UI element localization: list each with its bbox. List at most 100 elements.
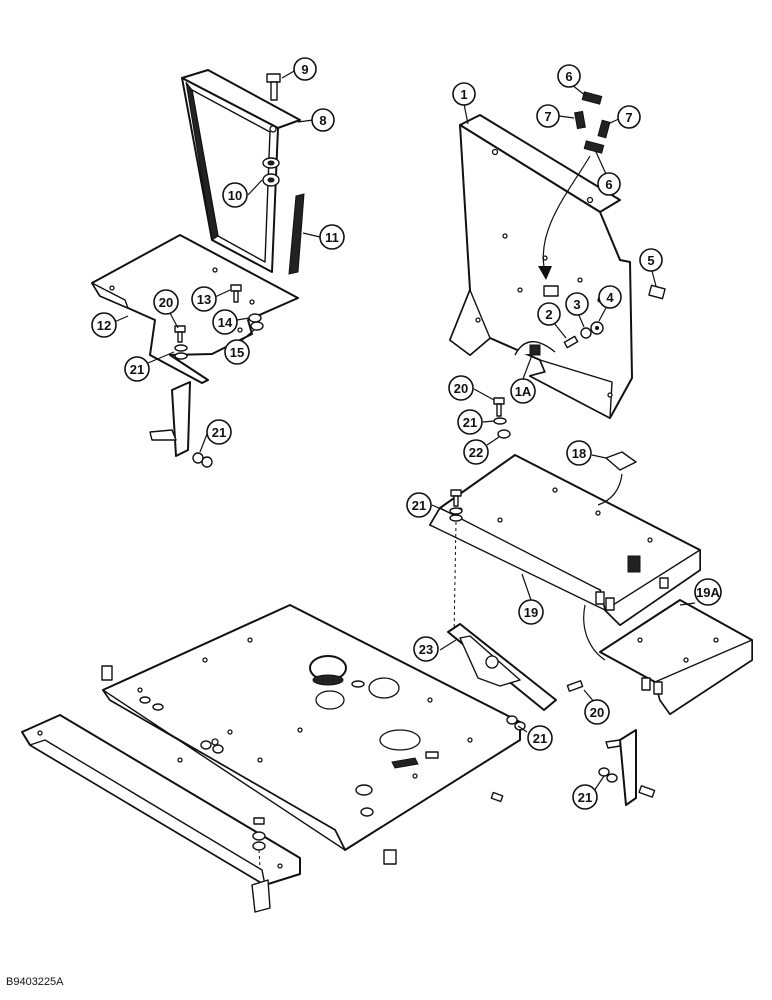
washer-3	[580, 327, 592, 339]
callout-6-bottom: 6	[597, 172, 621, 196]
angle-bar	[21, 714, 301, 913]
clip-18	[605, 451, 637, 471]
callout-label: 6	[605, 177, 612, 192]
bolt-2	[563, 335, 579, 349]
callout-10: 10	[222, 182, 248, 208]
washer-22	[497, 429, 511, 439]
callout-4: 4	[598, 285, 622, 309]
callout-label: 13	[197, 292, 211, 307]
callout-label: 7	[625, 110, 632, 125]
seal-strip-11	[288, 193, 305, 275]
callout-21-floor: 21	[527, 725, 553, 751]
callout-label: 21	[212, 425, 226, 440]
callout-label: 14	[218, 315, 233, 330]
insert-arrow	[542, 155, 591, 273]
clip-18-arrow	[597, 473, 623, 506]
callout-7-right: 7	[617, 105, 641, 129]
seat-support-frame	[181, 69, 301, 273]
callout-label: 7	[544, 109, 551, 124]
callout-label: 8	[319, 113, 326, 128]
insert-arrow-head	[538, 266, 552, 280]
callout-label: 11	[325, 230, 339, 245]
callout-18: 18	[566, 440, 592, 466]
callout-label: 22	[469, 445, 483, 460]
cover-plate-19A	[599, 599, 753, 715]
callout-label: 20	[159, 295, 173, 310]
callout-label: 20	[590, 705, 604, 720]
bolt-13	[230, 284, 242, 303]
callout-label: 21	[463, 415, 477, 430]
callout-label: 4	[606, 290, 614, 305]
callout-label: 20	[454, 381, 468, 396]
insert-6-top	[581, 91, 603, 105]
callout-label: 6	[565, 69, 572, 84]
callout-12: 12	[91, 312, 117, 338]
callout-20-left: 20	[153, 289, 179, 315]
callout-22: 22	[463, 439, 489, 465]
bolt-21-cover	[449, 489, 463, 522]
callout-21-right: 21	[572, 784, 598, 810]
right-mount-bracket	[598, 729, 656, 806]
support-bracket-23	[447, 623, 557, 711]
callout-2: 2	[537, 302, 561, 326]
washer-4	[590, 321, 604, 335]
bolt-9	[266, 73, 281, 101]
callout-21-center: 21	[457, 409, 483, 435]
base-plate-12	[91, 234, 299, 384]
washer-21-center	[493, 417, 507, 425]
callout-label: 5	[647, 253, 654, 268]
document-id: B9403225A	[6, 976, 64, 988]
leader-lines	[111, 69, 696, 792]
callout-label: 1	[460, 87, 467, 102]
washer-14	[248, 313, 264, 331]
callout-3: 3	[565, 292, 589, 316]
latch-lever-1A	[514, 341, 556, 356]
callout-13: 13	[191, 286, 217, 312]
bolt-axis	[453, 521, 457, 637]
callout-5: 5	[639, 248, 663, 272]
callout-label: 21	[412, 498, 426, 513]
bolt-20-left	[174, 325, 186, 343]
insert-7-left	[574, 110, 586, 130]
callout-21-left: 21	[124, 356, 150, 382]
left-mount-bracket	[149, 381, 213, 468]
callout-20-right: 20	[584, 699, 610, 725]
spacer-10	[262, 157, 280, 187]
floor-plate	[102, 604, 521, 851]
seat-mount-bracket-1	[449, 114, 633, 419]
callout-1A: 1A	[510, 378, 536, 404]
callout-label: 18	[572, 446, 586, 461]
callout-8: 8	[311, 108, 335, 132]
callout-19A: 19A	[694, 578, 722, 606]
clip-5	[648, 284, 666, 300]
callout-1: 1	[452, 82, 476, 106]
callout-20-center: 20	[448, 375, 474, 401]
callout-label: 12	[97, 318, 111, 333]
bolt-20-center	[493, 397, 505, 417]
callout-label: 3	[573, 297, 580, 312]
callout-7-left: 7	[536, 104, 560, 128]
callout-label: 21	[533, 731, 547, 746]
callout-23: 23	[413, 636, 439, 662]
callout-label: 19	[524, 605, 538, 620]
callout-21-bracket: 21	[206, 419, 232, 445]
callout-label: 15	[230, 345, 244, 360]
cover-19A-arrow	[583, 604, 606, 661]
floor-hardware	[101, 665, 526, 865]
callout-6-top: 6	[557, 64, 581, 88]
callout-label: 10	[228, 188, 242, 203]
callout-label: 1A	[515, 384, 532, 399]
cover-plate-19	[429, 454, 701, 626]
bolt-20-right	[566, 680, 584, 692]
washer-21-left	[174, 344, 188, 360]
callout-label: 23	[419, 642, 433, 657]
callout-15: 15	[224, 339, 250, 365]
callout-11: 11	[319, 224, 345, 250]
callout-label: 9	[301, 62, 308, 77]
callout-14: 14	[212, 309, 238, 335]
insert-7-right	[597, 119, 611, 139]
callout-9: 9	[293, 57, 317, 81]
insert-6-bottom	[583, 140, 605, 154]
callout-label: 21	[130, 362, 144, 377]
